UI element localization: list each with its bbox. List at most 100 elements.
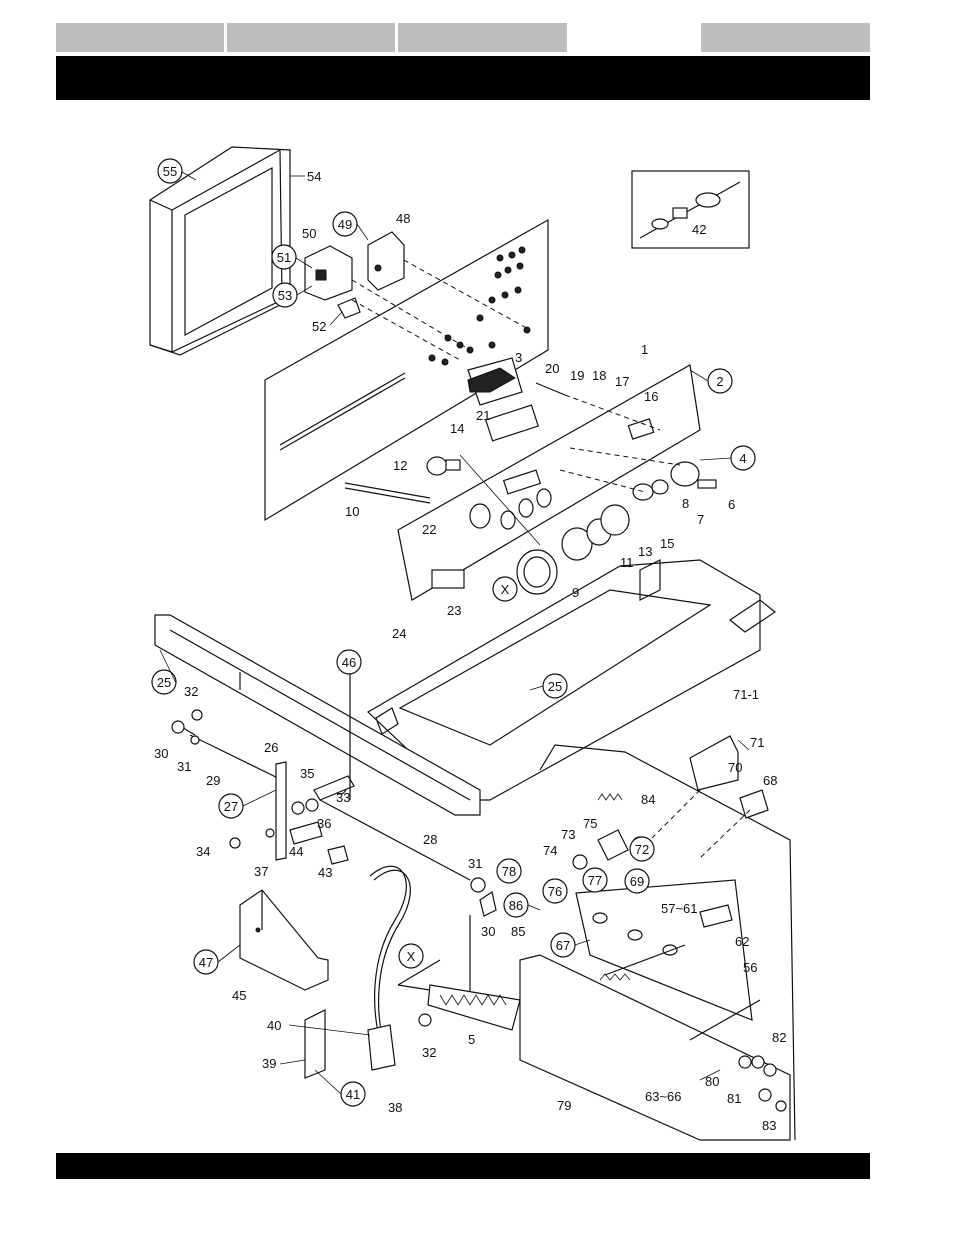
- callout-32-bottom: 32: [422, 1045, 436, 1060]
- callout-25-mid-circled: 25: [542, 673, 568, 699]
- callout-86-circled: 86: [503, 892, 529, 918]
- callout-28: 28: [423, 832, 437, 847]
- plain-callouts: 54 48 50 52 3 20 19 18 17 1 16 42 14 21 …: [154, 169, 786, 1133]
- callout-18: 18: [592, 368, 606, 383]
- callout-26: 26: [264, 740, 278, 755]
- callout-41-circled: 41: [340, 1081, 366, 1107]
- callout-50: 50: [302, 226, 316, 241]
- callout-40: 40: [267, 1018, 281, 1033]
- gauge-15: [600, 504, 630, 536]
- callout-68: 68: [763, 773, 777, 788]
- part-3: [467, 367, 516, 393]
- callout-34: 34: [196, 844, 210, 859]
- callout-16: 16: [644, 389, 658, 404]
- callout-78-circled: 78: [496, 858, 522, 884]
- callout-67-circled: 67: [550, 932, 576, 958]
- callout-39: 39: [262, 1056, 276, 1071]
- callout-14: 14: [450, 421, 464, 436]
- callout-29: 29: [206, 773, 220, 788]
- callout-47-circled: 47: [193, 949, 219, 975]
- lever-mechanism: [171, 665, 471, 881]
- circled-callouts: 55 49 51 53 2 4 X 25 46 25 27 47 41 86 7…: [151, 158, 756, 1107]
- callout-31-right: 31: [468, 856, 482, 871]
- callout-30-left: 30: [154, 746, 168, 761]
- bracket-52: [337, 297, 361, 319]
- callout-10: 10: [345, 504, 359, 519]
- svg-text:86: 86: [509, 898, 523, 913]
- svg-text:46: 46: [342, 655, 356, 670]
- svg-text:55: 55: [163, 164, 177, 179]
- callout-7: 7: [697, 512, 704, 527]
- callout-85: 85: [511, 924, 525, 939]
- callout-72-circled: 72: [629, 836, 655, 862]
- header-tab-3: [398, 23, 567, 52]
- switch-8: [632, 479, 669, 501]
- callout-53-circled: 53: [272, 282, 298, 308]
- callout-74: 74: [543, 843, 557, 858]
- callout-5: 5: [468, 1032, 475, 1047]
- svg-text:77: 77: [588, 873, 602, 888]
- callout-44: 44: [289, 844, 303, 859]
- callout-2-circled: 2: [707, 368, 733, 394]
- svg-text:X: X: [501, 582, 510, 597]
- callout-21: 21: [476, 408, 490, 423]
- callout-27-circled: 27: [218, 793, 244, 819]
- gauge-9: [516, 549, 558, 595]
- svg-text:76: 76: [548, 884, 562, 899]
- callout-4-circled: 4: [730, 445, 756, 471]
- callout-1: 1: [641, 342, 648, 357]
- callout-33: 33: [336, 790, 350, 805]
- callout-80: 80: [705, 1074, 719, 1089]
- svg-text:25: 25: [548, 679, 562, 694]
- svg-text:25: 25: [157, 675, 171, 690]
- svg-text:2: 2: [716, 374, 723, 389]
- callout-36: 36: [317, 816, 331, 831]
- callout-79: 79: [557, 1098, 571, 1113]
- callout-20: 20: [545, 361, 559, 376]
- callout-17: 17: [615, 374, 629, 389]
- callout-63-66: 63~66: [645, 1089, 682, 1104]
- svg-text:53: 53: [278, 288, 292, 303]
- callout-56: 56: [743, 960, 757, 975]
- callout-43: 43: [318, 865, 332, 880]
- svg-text:X: X: [407, 949, 416, 964]
- bracket-45: [239, 889, 329, 991]
- switch-12: [426, 456, 461, 476]
- callout-83: 83: [762, 1118, 776, 1133]
- callout-42: 42: [692, 222, 706, 237]
- callout-13: 13: [638, 544, 652, 559]
- header-tab-2: [227, 23, 395, 52]
- svg-text:69: 69: [630, 874, 644, 889]
- callout-54: 54: [307, 169, 321, 184]
- callout-81: 81: [727, 1091, 741, 1106]
- callout-30-right: 30: [481, 924, 495, 939]
- callout-15: 15: [660, 536, 674, 551]
- cable-38: [304, 865, 411, 1079]
- svg-text:67: 67: [556, 938, 570, 953]
- callout-35-top: 35: [300, 766, 314, 781]
- callout-48: 48: [396, 211, 410, 226]
- callout-45: 45: [232, 988, 246, 1003]
- rear-housing-54: [149, 146, 291, 356]
- callout-70: 70: [728, 760, 742, 775]
- relay-50: [304, 245, 353, 301]
- callout-73: 73: [561, 827, 575, 842]
- svg-text:49: 49: [338, 217, 352, 232]
- page-title-bar: [56, 56, 870, 100]
- callout-25-left-circled: 25: [151, 669, 177, 695]
- frame-24-25: [154, 559, 777, 816]
- front-panel: [264, 218, 549, 522]
- callout-49-circled: 49: [332, 211, 358, 237]
- callout-52: 52: [312, 319, 326, 334]
- spring-assembly-5: [397, 959, 521, 1031]
- svg-text:27: 27: [224, 799, 238, 814]
- inset-box-42: [631, 170, 750, 249]
- callout-32-top: 32: [184, 684, 198, 699]
- svg-text:41: 41: [346, 1087, 360, 1102]
- callout-12: 12: [393, 458, 407, 473]
- callout-75: 75: [583, 816, 597, 831]
- callout-71-1: 71-1: [733, 687, 759, 702]
- svg-text:72: 72: [635, 842, 649, 857]
- callout-9: 9: [572, 585, 579, 600]
